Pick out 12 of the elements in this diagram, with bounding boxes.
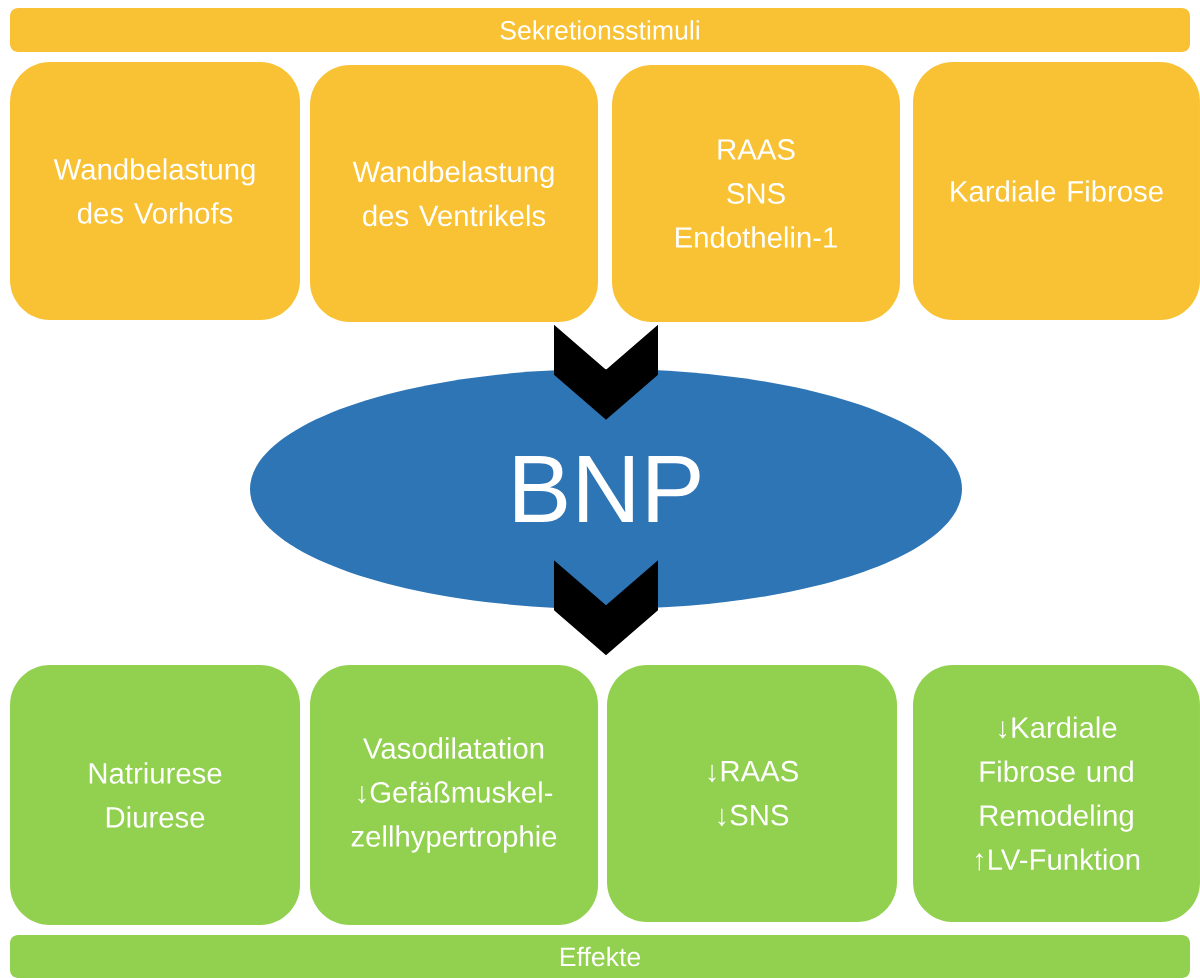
effect-box: Natriurese Diurese: [10, 665, 300, 925]
footer-band: Effekte: [10, 935, 1190, 978]
stimulus-box: Wandbelastung des Vorhofs: [10, 62, 300, 320]
effect-box: Vasodilatation ↓Gefäßmuskel-zellhypertrophie: [310, 665, 598, 925]
effect-box: ↓Kardiale Fibrose und Remodeling ↑LV-Funktion: [913, 664, 1200, 923]
stimulus-box: Wandbelastung des Ventrikels: [310, 64, 598, 323]
chevron-arrow: [554, 324, 658, 420]
chevron-arrow: [554, 560, 658, 656]
stimulus-box: Kardiale Fibrose: [913, 62, 1200, 320]
header-band: Sekretionsstimuli: [10, 8, 1190, 52]
stimulus-box: RAAS SNS Endothelin-1: [612, 64, 900, 323]
effect-box: ↓RAAS ↓SNS: [607, 664, 897, 923]
